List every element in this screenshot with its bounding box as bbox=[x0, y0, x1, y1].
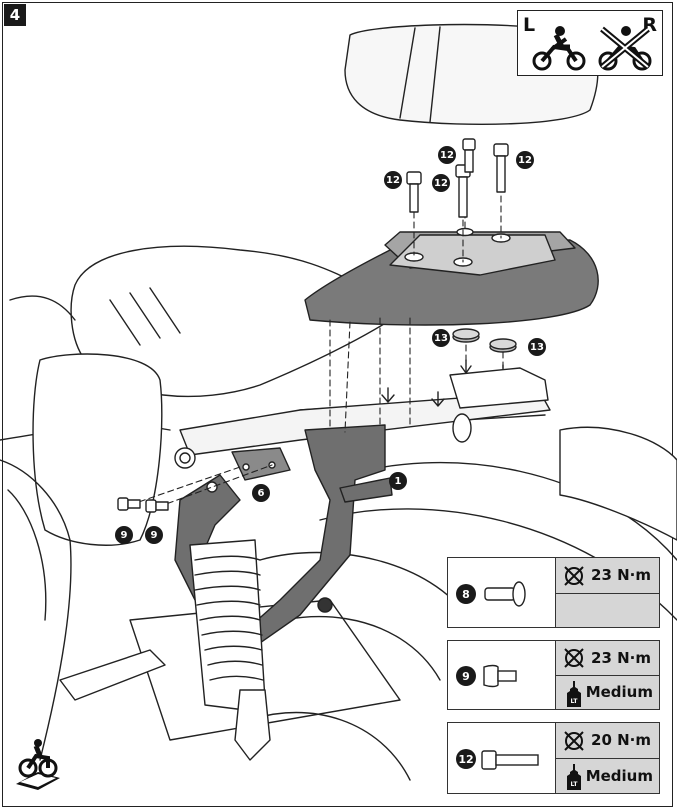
torque-value-9: 23 N·m bbox=[591, 649, 651, 667]
bolt-12-c bbox=[462, 138, 476, 151]
svg-text:LT: LT bbox=[571, 781, 579, 788]
fastener-9-group bbox=[117, 497, 169, 513]
bolt-12-d bbox=[493, 143, 509, 157]
motorcycle-view-icon bbox=[16, 739, 60, 790]
rack-plate bbox=[389, 234, 556, 276]
footpeg bbox=[59, 649, 166, 701]
rack-clip bbox=[449, 367, 549, 409]
pin-icon bbox=[484, 581, 526, 607]
thread-lock-bottle-icon: LT bbox=[567, 681, 581, 707]
side-cover bbox=[32, 353, 163, 546]
rider-left-icon bbox=[532, 26, 586, 71]
callout-13-a: 13 bbox=[432, 329, 450, 347]
torque-wrench-icon bbox=[564, 566, 584, 586]
callout-12-d: 12 bbox=[516, 151, 534, 169]
callout-13-b: 13 bbox=[528, 338, 546, 356]
rider-right-crossed-icon bbox=[598, 26, 652, 71]
torque-value-12: 20 N·m bbox=[591, 731, 651, 749]
callout-6: 6 bbox=[252, 484, 270, 502]
rear-wheel-arc bbox=[229, 551, 471, 781]
frame-bolt-left bbox=[174, 447, 196, 469]
swingarm bbox=[129, 599, 401, 741]
threadlock-value-12: Medium bbox=[585, 767, 653, 785]
callout-1: 1 bbox=[389, 472, 407, 490]
frame-tube-end bbox=[452, 413, 472, 443]
side-indicator: L R bbox=[517, 10, 663, 76]
torque-cell-12: 20 N·m bbox=[556, 723, 659, 759]
bolt-12-a bbox=[406, 171, 422, 185]
svg-text:LT: LT bbox=[571, 698, 579, 705]
fuel-tank-right bbox=[559, 426, 677, 541]
button-head-screw-icon bbox=[483, 664, 517, 688]
spec-item-9: 9 23 N·m LT Medium bbox=[447, 640, 660, 710]
torque-cell-8: 23 N·m bbox=[556, 558, 659, 594]
threadlock-cell-12: LT Medium bbox=[556, 759, 659, 793]
shock-absorber bbox=[189, 539, 266, 711]
arrow-down-1 bbox=[460, 359, 472, 374]
bolt-12-group bbox=[406, 138, 509, 218]
thread-lock-bottle-icon: LT bbox=[567, 764, 581, 790]
seat-stitch bbox=[109, 287, 181, 346]
mount-plate bbox=[231, 447, 291, 481]
callout-9-b: 9 bbox=[145, 526, 163, 544]
left-side-label: L bbox=[523, 14, 536, 36]
torque-wrench-icon bbox=[564, 648, 584, 668]
callout-12-a: 12 bbox=[384, 171, 402, 189]
spec-callout-12: 12 bbox=[456, 749, 476, 769]
torque-value-8: 23 N·m bbox=[591, 566, 651, 584]
callout-12-b: 12 bbox=[432, 174, 450, 192]
rack-arrows bbox=[381, 387, 445, 407]
spec-callout-8: 8 bbox=[456, 584, 476, 604]
callout-9-a: 9 bbox=[115, 526, 133, 544]
threadlock-cell-9: LT Medium bbox=[556, 676, 659, 709]
spec-item-12: 12 20 N·m LT Medium bbox=[447, 722, 660, 794]
bracket-lug bbox=[339, 477, 393, 503]
threadlock-value-9: Medium bbox=[585, 683, 653, 701]
callout-12-c: 12 bbox=[438, 146, 456, 164]
shock-body bbox=[234, 689, 271, 761]
socket-cap-bolt-icon bbox=[481, 750, 539, 770]
spec-callout-9: 9 bbox=[456, 666, 476, 686]
spec-item-8: 8 23 N·m bbox=[447, 557, 660, 628]
threadlock-cell-8 bbox=[556, 594, 659, 627]
torque-wrench-icon bbox=[564, 731, 584, 751]
engine-outline bbox=[0, 459, 72, 761]
step-number: 4 bbox=[4, 4, 26, 26]
torque-cell-9: 23 N·m bbox=[556, 641, 659, 676]
shock-spring bbox=[194, 555, 264, 681]
spacer-13-group bbox=[452, 328, 517, 353]
